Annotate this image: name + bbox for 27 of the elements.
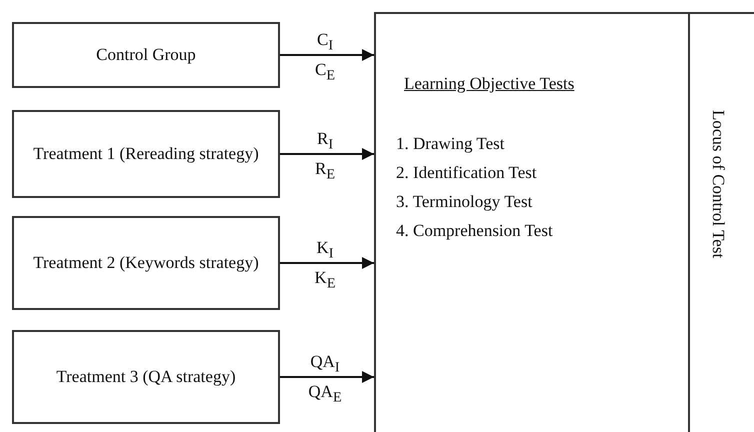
- group-box: [12, 110, 280, 198]
- edge-label: QA$_{I}$: [310, 353, 340, 375]
- group-box: [12, 22, 280, 88]
- edge-label: C$_{I}$: [316, 31, 334, 53]
- edge-label: K$_{I}$: [316, 239, 334, 261]
- list-item: 1. Drawing Test: [396, 134, 505, 154]
- arrow: [280, 148, 374, 160]
- list-item: 2. Identification Test: [396, 163, 537, 183]
- edge-label: QA$_{E}$: [308, 383, 342, 405]
- edge-label: R$_{I}$: [316, 130, 334, 152]
- arrow: [280, 257, 374, 269]
- panel-heading: Learning Objective Tests: [404, 74, 574, 94]
- edge-label: C$_{E}$: [315, 61, 335, 83]
- box-label: Control Group: [96, 44, 196, 66]
- list-item: 4. Comprehension Test: [396, 221, 553, 241]
- list-item: 3. Terminology Test: [396, 192, 532, 212]
- tests-panel: [374, 12, 690, 432]
- box-label: Treatment 2 (Keywords strategy): [33, 252, 259, 274]
- box-label: Treatment 3 (QA strategy): [56, 366, 236, 388]
- group-box: [12, 216, 280, 310]
- edge-label: K$_{E}$: [314, 269, 336, 291]
- arrow: [280, 49, 374, 61]
- group-box: [12, 330, 280, 424]
- arrow: [280, 371, 374, 383]
- edge-label: R$_{E}$: [315, 160, 335, 182]
- panel-label: Locus of Control Test: [708, 110, 728, 258]
- box-label: Treatment 1 (Rereading strategy): [33, 142, 259, 165]
